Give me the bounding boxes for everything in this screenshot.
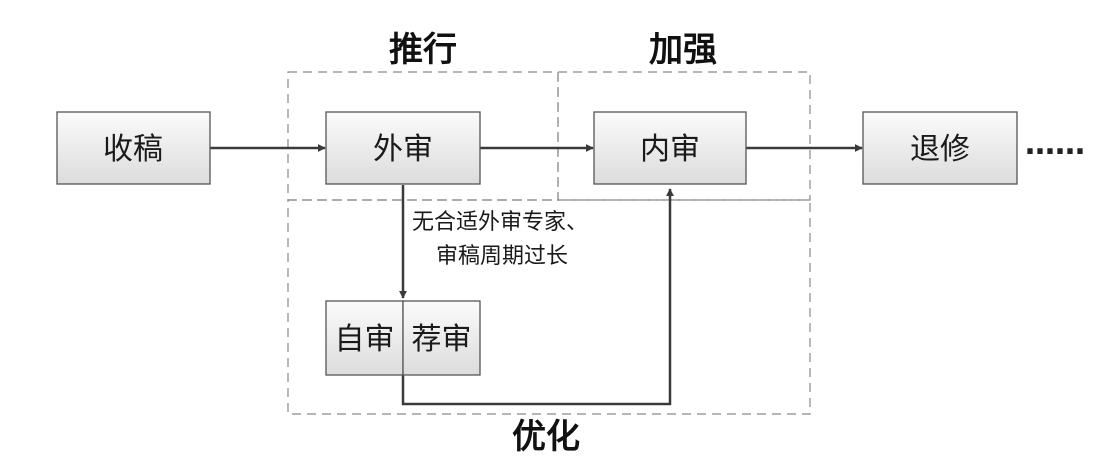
node-recommend-review: 荐审 — [402, 300, 481, 376]
node-receive-label: 收稿 — [103, 132, 163, 167]
region-promote-label: 推行 — [389, 30, 457, 70]
node-recommend-review-label: 荐审 — [412, 322, 472, 357]
region-strengthen-frame — [557, 71, 811, 201]
node-external-review-label: 外审 — [373, 132, 433, 167]
annotation-line-1: 无合适外审专家、 — [412, 210, 588, 235]
region-optimize-label: 优化 — [512, 417, 580, 457]
arrow-loop-to-internal — [401, 188, 674, 406]
node-external-review: 外审 — [325, 111, 481, 185]
node-self-review-label: 自审 — [335, 322, 395, 357]
node-internal-review-label: 内审 — [640, 132, 700, 167]
node-revision: 退修 — [862, 111, 1018, 185]
annotation-line-2: 审稿周期过长 — [436, 244, 568, 269]
node-revision-label: 退修 — [910, 132, 970, 167]
node-receive: 收稿 — [56, 111, 211, 185]
node-self-review: 自审 — [325, 300, 404, 376]
region-strengthen-label: 加强 — [649, 30, 717, 70]
region-optimize-frame — [287, 199, 811, 415]
continuation-ellipsis: …… — [1025, 127, 1085, 162]
node-internal-review: 内审 — [593, 111, 747, 185]
